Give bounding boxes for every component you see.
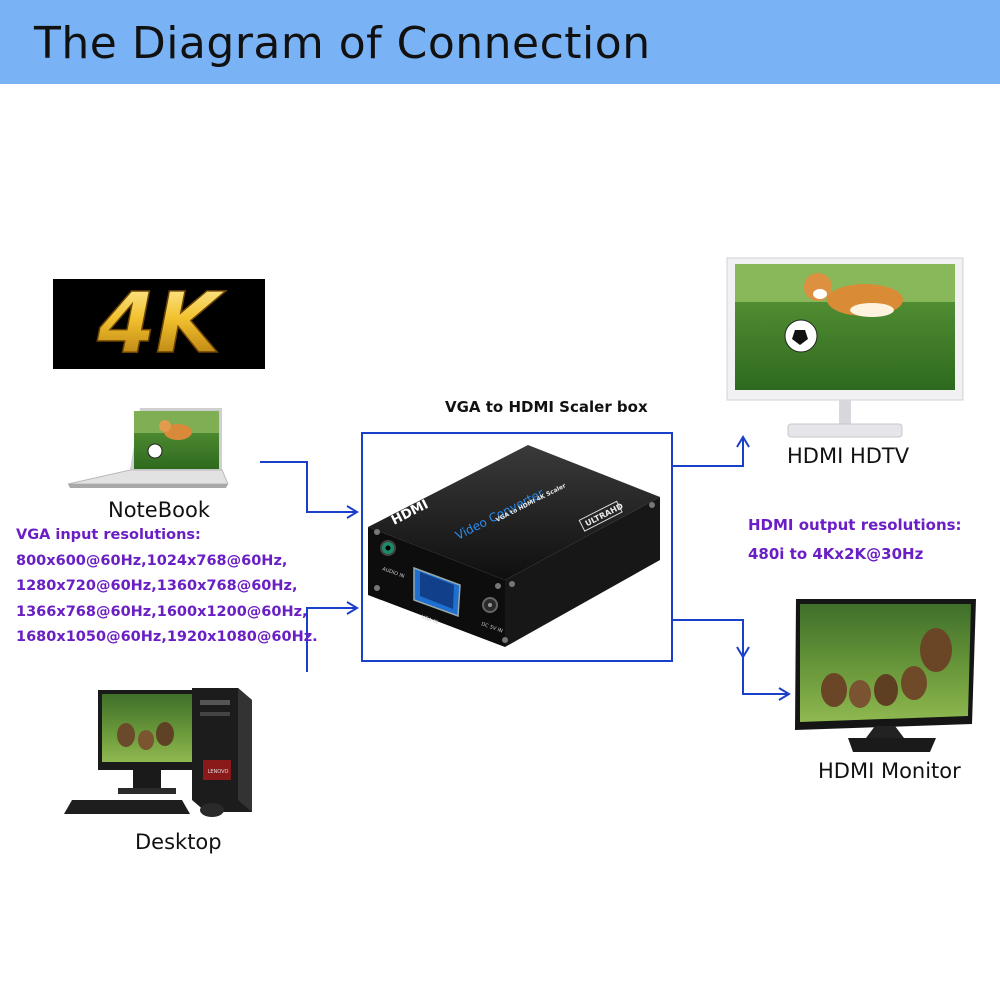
- port-vga-text: VGA IN: [420, 614, 439, 626]
- 4k-badge: 4K: [53, 273, 265, 373]
- page-title: The Diagram of Connection: [34, 18, 651, 69]
- output-resolutions-block: HDMI output resolutions: 480i to 4Kx2K@3…: [748, 518, 962, 562]
- converter-to-monitor-arrow: [742, 620, 791, 701]
- notebook-label: NoteBook: [108, 498, 210, 522]
- output-resolutions-range: 480i to 4Kx2K@30Hz: [748, 545, 924, 563]
- input-resolution-line: 1366x768@60Hz,1600x1200@60Hz,: [16, 603, 308, 620]
- input-resolutions-title: VGA input resolutions:: [16, 527, 201, 543]
- monitor-label: HDMI Monitor: [818, 759, 961, 783]
- scaler-box-label: VGA to HDMI Scaler box: [445, 398, 648, 416]
- input-resolution-line: 1680x1050@60Hz,1920x1080@60Hz.: [16, 629, 318, 645]
- desktop-to-converter-arrow: [306, 601, 359, 672]
- desktop-label: Desktop: [135, 830, 222, 854]
- vga-hdmi-converter-device: HDMI Video Converter VGA to HDMI 4K Scal…: [368, 445, 660, 647]
- header-bar: [0, 0, 1000, 84]
- notebook-laptop-image: [67, 408, 229, 488]
- desktop-brand-text: LENOVO: [208, 769, 229, 775]
- notebook-to-converter-arrow: [260, 461, 359, 519]
- input-resolutions-block: VGA input resolutions: 800x600@60Hz,1024…: [16, 528, 318, 645]
- desktop-computer-image: LENOVO: [64, 688, 252, 817]
- input-resolution-line: 1280x720@60Hz,1360x768@60Hz,: [16, 578, 298, 594]
- hdmi-monitor-image: [795, 599, 976, 752]
- converter-to-hdtv-arrow: [672, 435, 750, 467]
- input-resolution-line: 800x600@60Hz,1024x768@60Hz,: [16, 552, 288, 569]
- hdmi-hdtv-image: [726, 257, 964, 438]
- connector-lines: [260, 435, 791, 701]
- scaler-box-frame: [361, 432, 673, 662]
- 4k-badge-text: 4K: [96, 274, 226, 372]
- output-resolutions-title: HDMI output resolutions:: [748, 516, 962, 534]
- converter-to-monitor-arrow-down: [672, 619, 750, 659]
- hdtv-label: HDMI HDTV: [787, 444, 910, 468]
